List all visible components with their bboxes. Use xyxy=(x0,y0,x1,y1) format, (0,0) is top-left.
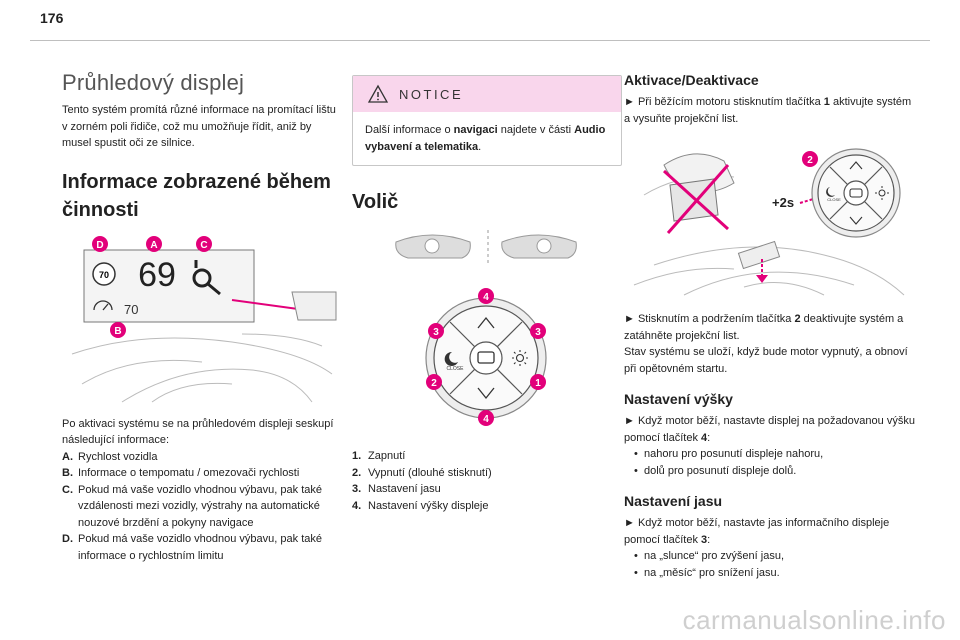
windscreen-icon xyxy=(477,351,495,364)
deactivation-illustration: +2s CLOSE 2 xyxy=(633,148,905,296)
warning-triangle-icon xyxy=(367,84,389,103)
section-title-height: Nastavení výšky xyxy=(624,391,733,407)
intro-text: Tento systém promítá různé informace na … xyxy=(62,104,336,149)
down-arrow-icon xyxy=(477,387,495,400)
height-bullet: nahoru pro posunutí displeje nahoru, xyxy=(624,446,916,463)
selector-control xyxy=(425,297,547,419)
column-activation: Aktivace/Deaktivace ► Při běžícím motoru… xyxy=(624,60,916,581)
speed-limit-sign xyxy=(92,261,116,286)
cross-line xyxy=(666,164,730,234)
cruise-control-icon xyxy=(93,299,113,310)
header-divider xyxy=(30,40,930,41)
notice-header: NOTICE xyxy=(353,76,621,112)
dashboard-outline xyxy=(71,333,333,402)
up-arrow-icon xyxy=(849,161,863,170)
steering-wheel-left-icon xyxy=(395,234,471,259)
list-item: 2.Vypnutí (dlouhé stisknutí) xyxy=(352,466,492,479)
retracted-screen xyxy=(737,240,781,270)
column-selector: NOTICE Další informace o navigaci najdet… xyxy=(352,60,622,514)
close-label: CLOSE xyxy=(827,197,841,202)
callout-3-left: 3 xyxy=(428,323,444,339)
callout-d: D xyxy=(92,235,108,252)
sun-icon xyxy=(512,350,528,366)
brightness-bullet: na „slunce“ pro zvýšení jasu, xyxy=(624,548,916,565)
activation-note: Stav systému se uloží, když bude motor v… xyxy=(624,346,908,375)
svg-text:3: 3 xyxy=(433,327,439,338)
callout-3-right: 3 xyxy=(530,323,546,339)
selector-list: 1.Zapnutí 2.Vypnutí (dlouhé stisknutí) 3… xyxy=(352,448,620,514)
list-intro: Po aktivaci systému se na průhledovém di… xyxy=(62,417,334,447)
svg-text:1: 1 xyxy=(535,378,541,389)
callout-2: 2 xyxy=(802,151,818,167)
dashboard-outline xyxy=(633,175,905,296)
moon-icon xyxy=(826,187,835,197)
section-title-brightness: Nastavení jasu xyxy=(624,493,723,509)
sun-icon xyxy=(875,186,889,200)
list-item: A.Rychlost vozidla xyxy=(62,450,158,463)
close-label: CLOSE xyxy=(447,366,465,372)
vehicle-speed-value: 69 xyxy=(138,256,176,294)
list-item: 4.Nastavení výšky displeje xyxy=(352,499,489,512)
up-arrow-icon xyxy=(477,316,495,329)
height-bullet: dolů pro posunutí displeje dolů. xyxy=(624,463,916,480)
cruise-speed-value: 70 xyxy=(124,302,138,317)
svg-text:4: 4 xyxy=(483,292,489,303)
watermark: carmanualsonline.info xyxy=(682,605,946,635)
list-item: 3.Nastavení jasu xyxy=(352,483,441,495)
speed-limit-value: 70 xyxy=(99,270,109,280)
height-instruction: ► Když motor běží, nastavte displej na p… xyxy=(624,415,915,444)
section-title-info: Informace zobrazené během činnosti xyxy=(62,170,331,221)
info-list: A.Rychlost vozidla B.Informace o tempoma… xyxy=(62,449,342,565)
page-title: Průhledový displej xyxy=(62,70,245,95)
list-item: 1.Zapnutí xyxy=(352,450,406,462)
callout-4-bottom: 4 xyxy=(478,410,494,426)
svg-text:D: D xyxy=(96,240,103,251)
section-title-activation: Aktivace/Deaktivace xyxy=(624,72,759,88)
page-number: 176 xyxy=(40,10,64,26)
svg-text:B: B xyxy=(114,326,121,337)
down-arrow-icon xyxy=(849,216,863,225)
section-title-selector: Volič xyxy=(352,191,399,213)
brightness-instruction: ► Když motor běží, nastavte jas informač… xyxy=(624,517,890,546)
svg-text:A: A xyxy=(150,240,157,251)
svg-text:2: 2 xyxy=(807,155,813,166)
selector-illustration: CLOSE 4 3 3 2 1 4 xyxy=(395,230,577,426)
column-hud-info: Průhledový displej Tento systém promítá … xyxy=(62,60,342,564)
svg-text:3: 3 xyxy=(535,327,541,338)
projection-screen xyxy=(291,291,337,320)
svg-text:C: C xyxy=(200,240,207,251)
windscreen-icon xyxy=(849,188,863,198)
svg-text:4: 4 xyxy=(483,414,489,425)
callout-a: A xyxy=(146,235,162,252)
moon-icon xyxy=(444,351,458,366)
hud-display-illustration: 70 69 70 D A C B xyxy=(71,235,337,402)
projection-line xyxy=(231,298,299,310)
activation-step-2: ► Stisknutím a podržením tlačítka 2 deak… xyxy=(624,313,904,342)
steering-wheel-right-icon xyxy=(501,234,577,259)
selector-control xyxy=(811,148,901,238)
callout-1: 1 xyxy=(530,374,546,390)
notice-box: NOTICE Další informace o navigaci najdet… xyxy=(352,75,622,166)
callout-4-top: 4 xyxy=(478,288,494,304)
callout-b: B xyxy=(110,321,126,338)
brightness-bullet: na „měsíc“ pro snížení jasu. xyxy=(624,565,916,582)
list-item: B.Informace o tempomatu / omezovači rych… xyxy=(62,467,300,479)
retract-arrowhead xyxy=(756,275,768,283)
notice-text: Další informace o navigaci najdete v čás… xyxy=(365,124,606,153)
list-item: C.Pokud má vaše vozidlo vhodnou výbavu, … xyxy=(62,483,322,529)
activation-step-1: ► Při běžícím motoru stisknutím tlačítka… xyxy=(624,96,912,125)
svg-text:2: 2 xyxy=(431,378,437,389)
hold-duration-label: +2s xyxy=(772,195,794,210)
callout-c: C xyxy=(196,235,212,252)
navigation-arrow-icon xyxy=(192,259,221,295)
list-item: D.Pokud má vaše vozidlo vhodnou výbavu, … xyxy=(62,533,322,562)
callout-2: 2 xyxy=(426,374,442,390)
notice-title: NOTICE xyxy=(399,86,464,102)
